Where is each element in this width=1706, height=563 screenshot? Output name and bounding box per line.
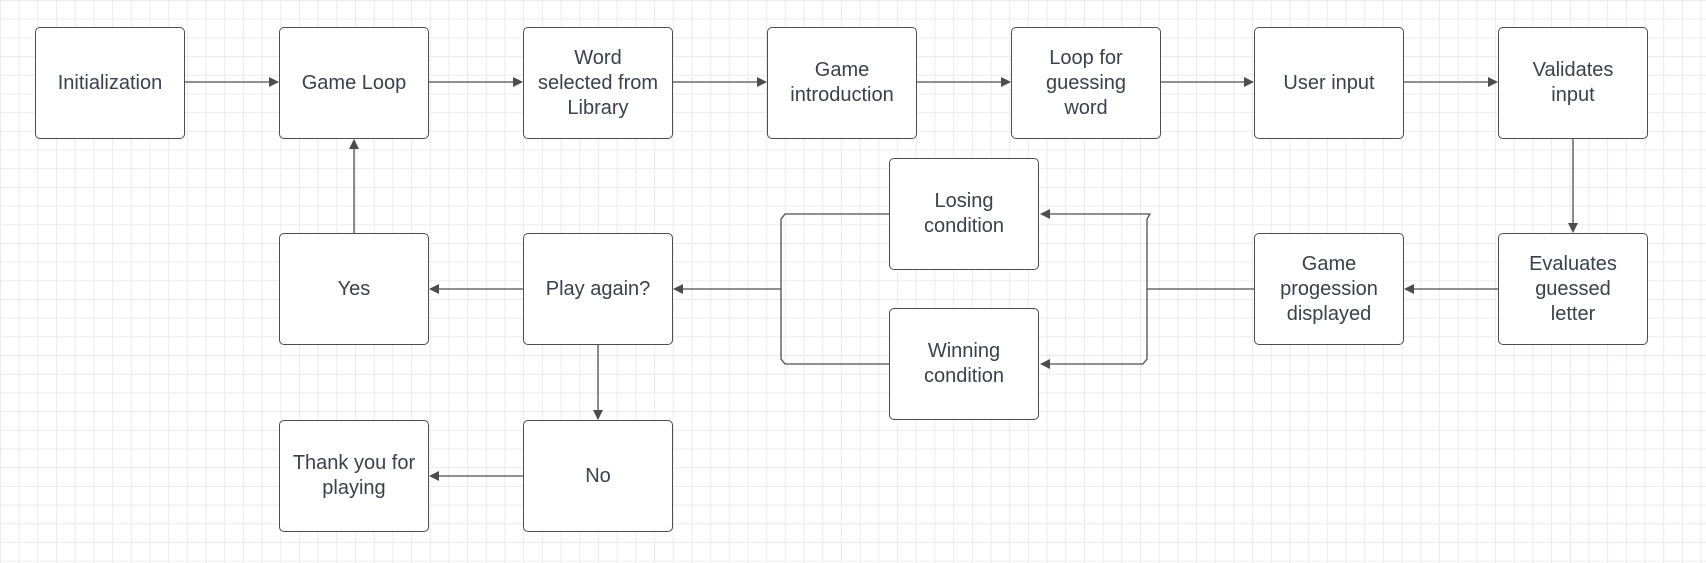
node-label: Losing condition — [923, 190, 1005, 237]
node-label: Thank you for playing — [292, 452, 416, 499]
node-label: Evaluates guessed letter — [1529, 252, 1617, 325]
node-label: Game progession displayed — [1280, 252, 1378, 325]
edge-losing-to-playagain — [780, 213, 889, 289]
edge-progression-to-winning — [1040, 289, 1148, 369]
node-label: Validates input — [1532, 59, 1614, 106]
node-winning-condition: Winning condition — [889, 308, 1039, 420]
node-label: Word selected from Library — [537, 46, 659, 119]
node-word-selected: Word selected from Library — [523, 27, 673, 139]
node-label: Game introduction — [790, 59, 894, 106]
node-game-loop: Game Loop — [279, 27, 429, 139]
node-game-introduction: Game introduction — [767, 27, 917, 139]
node-losing-condition: Losing condition — [889, 158, 1039, 270]
node-play-again: Play again? — [523, 233, 673, 345]
node-initialization: Initialization — [35, 27, 185, 139]
node-label: Initialization — [57, 71, 163, 94]
node-user-input: User input — [1254, 27, 1404, 139]
node-no: No — [523, 420, 673, 532]
node-loop-guessing: Loop for guessing word — [1011, 27, 1161, 139]
node-label: User input — [1283, 71, 1375, 94]
node-validates-input: Validates input — [1498, 27, 1648, 139]
node-label: Play again? — [545, 277, 651, 300]
node-label: Loop for guessing word — [1045, 46, 1127, 119]
node-thank-you: Thank you for playing — [279, 420, 429, 532]
node-game-progression: Game progession displayed — [1254, 233, 1404, 345]
node-yes: Yes — [279, 233, 429, 345]
node-label: Yes — [337, 277, 371, 300]
node-label: No — [585, 464, 611, 487]
node-label: Game Loop — [301, 71, 407, 94]
node-evaluates-letter: Evaluates guessed letter — [1498, 233, 1648, 345]
edge-progression-to-losing — [1040, 209, 1254, 290]
edge-winning-to-playagain — [673, 284, 889, 365]
node-label: Winning condition — [923, 340, 1005, 387]
